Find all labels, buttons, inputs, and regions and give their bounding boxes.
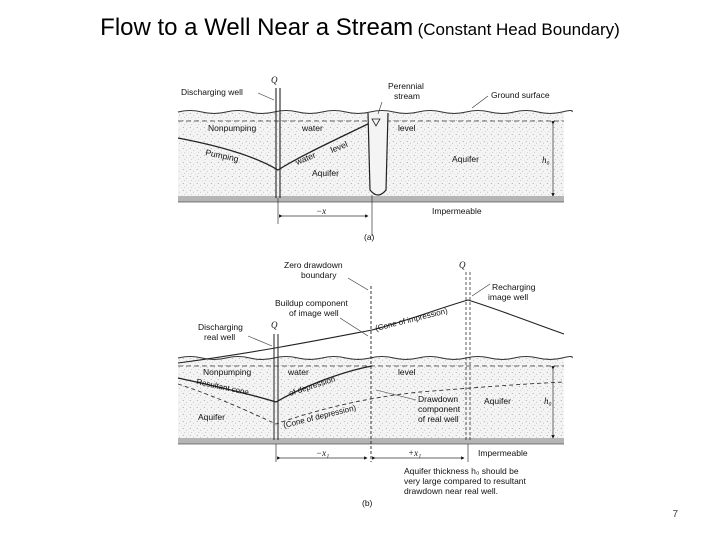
plus-x1-label: +x₁ [408, 448, 421, 458]
discharging-well-label-a: Discharging well [181, 87, 243, 97]
level-label-a: level [398, 123, 416, 133]
aquifer-left-label-b: Aquifer [198, 412, 225, 422]
perennial-label-a: Perennial [388, 81, 424, 91]
cone-of-depression [177, 381, 565, 425]
figure-a: Q Discharging well Perennial stream Grou… [177, 75, 573, 242]
aquifer-label-a: Aquifer [452, 154, 479, 164]
nonpumping-label-b: Nonpumping [203, 367, 251, 377]
q-left-label-b: Q [271, 320, 278, 330]
nonpumping-label-a: Nonpumping [208, 123, 256, 133]
buildup-label-2: of image well [289, 308, 339, 318]
ground-surface-line-a [177, 110, 573, 114]
discharging-label-2: real well [204, 332, 235, 342]
stream-channel-a [367, 112, 389, 196]
minus-x1-label: −x₁ [316, 448, 329, 458]
drawdown-label-3: of real well [418, 414, 459, 424]
caption-b: (b) [362, 498, 373, 508]
buildup-label-1: Buildup component [275, 298, 348, 308]
level-label-b: level [398, 367, 416, 377]
drawdown-label-2: component [418, 404, 461, 414]
note-label-2: very large compared to resultant [404, 476, 527, 486]
cone-impression-label: (Cone of impression) [374, 306, 449, 333]
figure-b: Zero drawdown boundary Q Recharging imag… [177, 260, 573, 508]
zero-drawdown-label-2: boundary [301, 270, 337, 280]
caption-a: (a) [364, 232, 375, 242]
aquifer-right-label-b: Aquifer [484, 396, 511, 406]
impermeable-layer-a [178, 196, 564, 202]
slide-title-main: Flow to a Well Near a Stream [100, 14, 414, 41]
pumping-level-a [177, 121, 373, 171]
discharging-label-1: Discharging [198, 322, 243, 332]
drawdown-label-1: Drawdown [418, 394, 458, 404]
cone-of-impression [177, 299, 565, 364]
ground-surface-line-b [177, 356, 573, 360]
ground-surface-label-a: Ground surface [491, 90, 550, 100]
resultant-cone [177, 365, 373, 403]
impermeable-label-a: Impermeable [432, 206, 482, 216]
water-label-a: water [301, 123, 323, 133]
q-right-label-b: Q [459, 260, 466, 270]
note-label-1: Aquifer thickness h₀ should be [404, 466, 519, 476]
aquifer-small-label-a: Aquifer [312, 168, 339, 178]
recharging-label-2: image well [488, 292, 528, 302]
water-label-b: water [287, 367, 309, 377]
h0-label-a: h₀ [542, 155, 550, 165]
minus-x-label-a: −x [316, 206, 326, 216]
slide-title-sub: (Constant Head Boundary) [417, 20, 620, 39]
zero-drawdown-label-1: Zero drawdown [284, 260, 343, 270]
impermeable-label-b: Impermeable [478, 448, 528, 458]
h0-label-b: h₀ [544, 396, 552, 406]
slide-title: Flow to a Well Near a Stream (Constant H… [0, 14, 720, 42]
recharging-label-1: Recharging [492, 282, 536, 292]
stream-label-a: stream [394, 91, 420, 101]
page-number: 7 [672, 509, 678, 520]
note-label-3: drawdown near real well. [404, 486, 498, 496]
q-label-a: Q [271, 75, 278, 85]
